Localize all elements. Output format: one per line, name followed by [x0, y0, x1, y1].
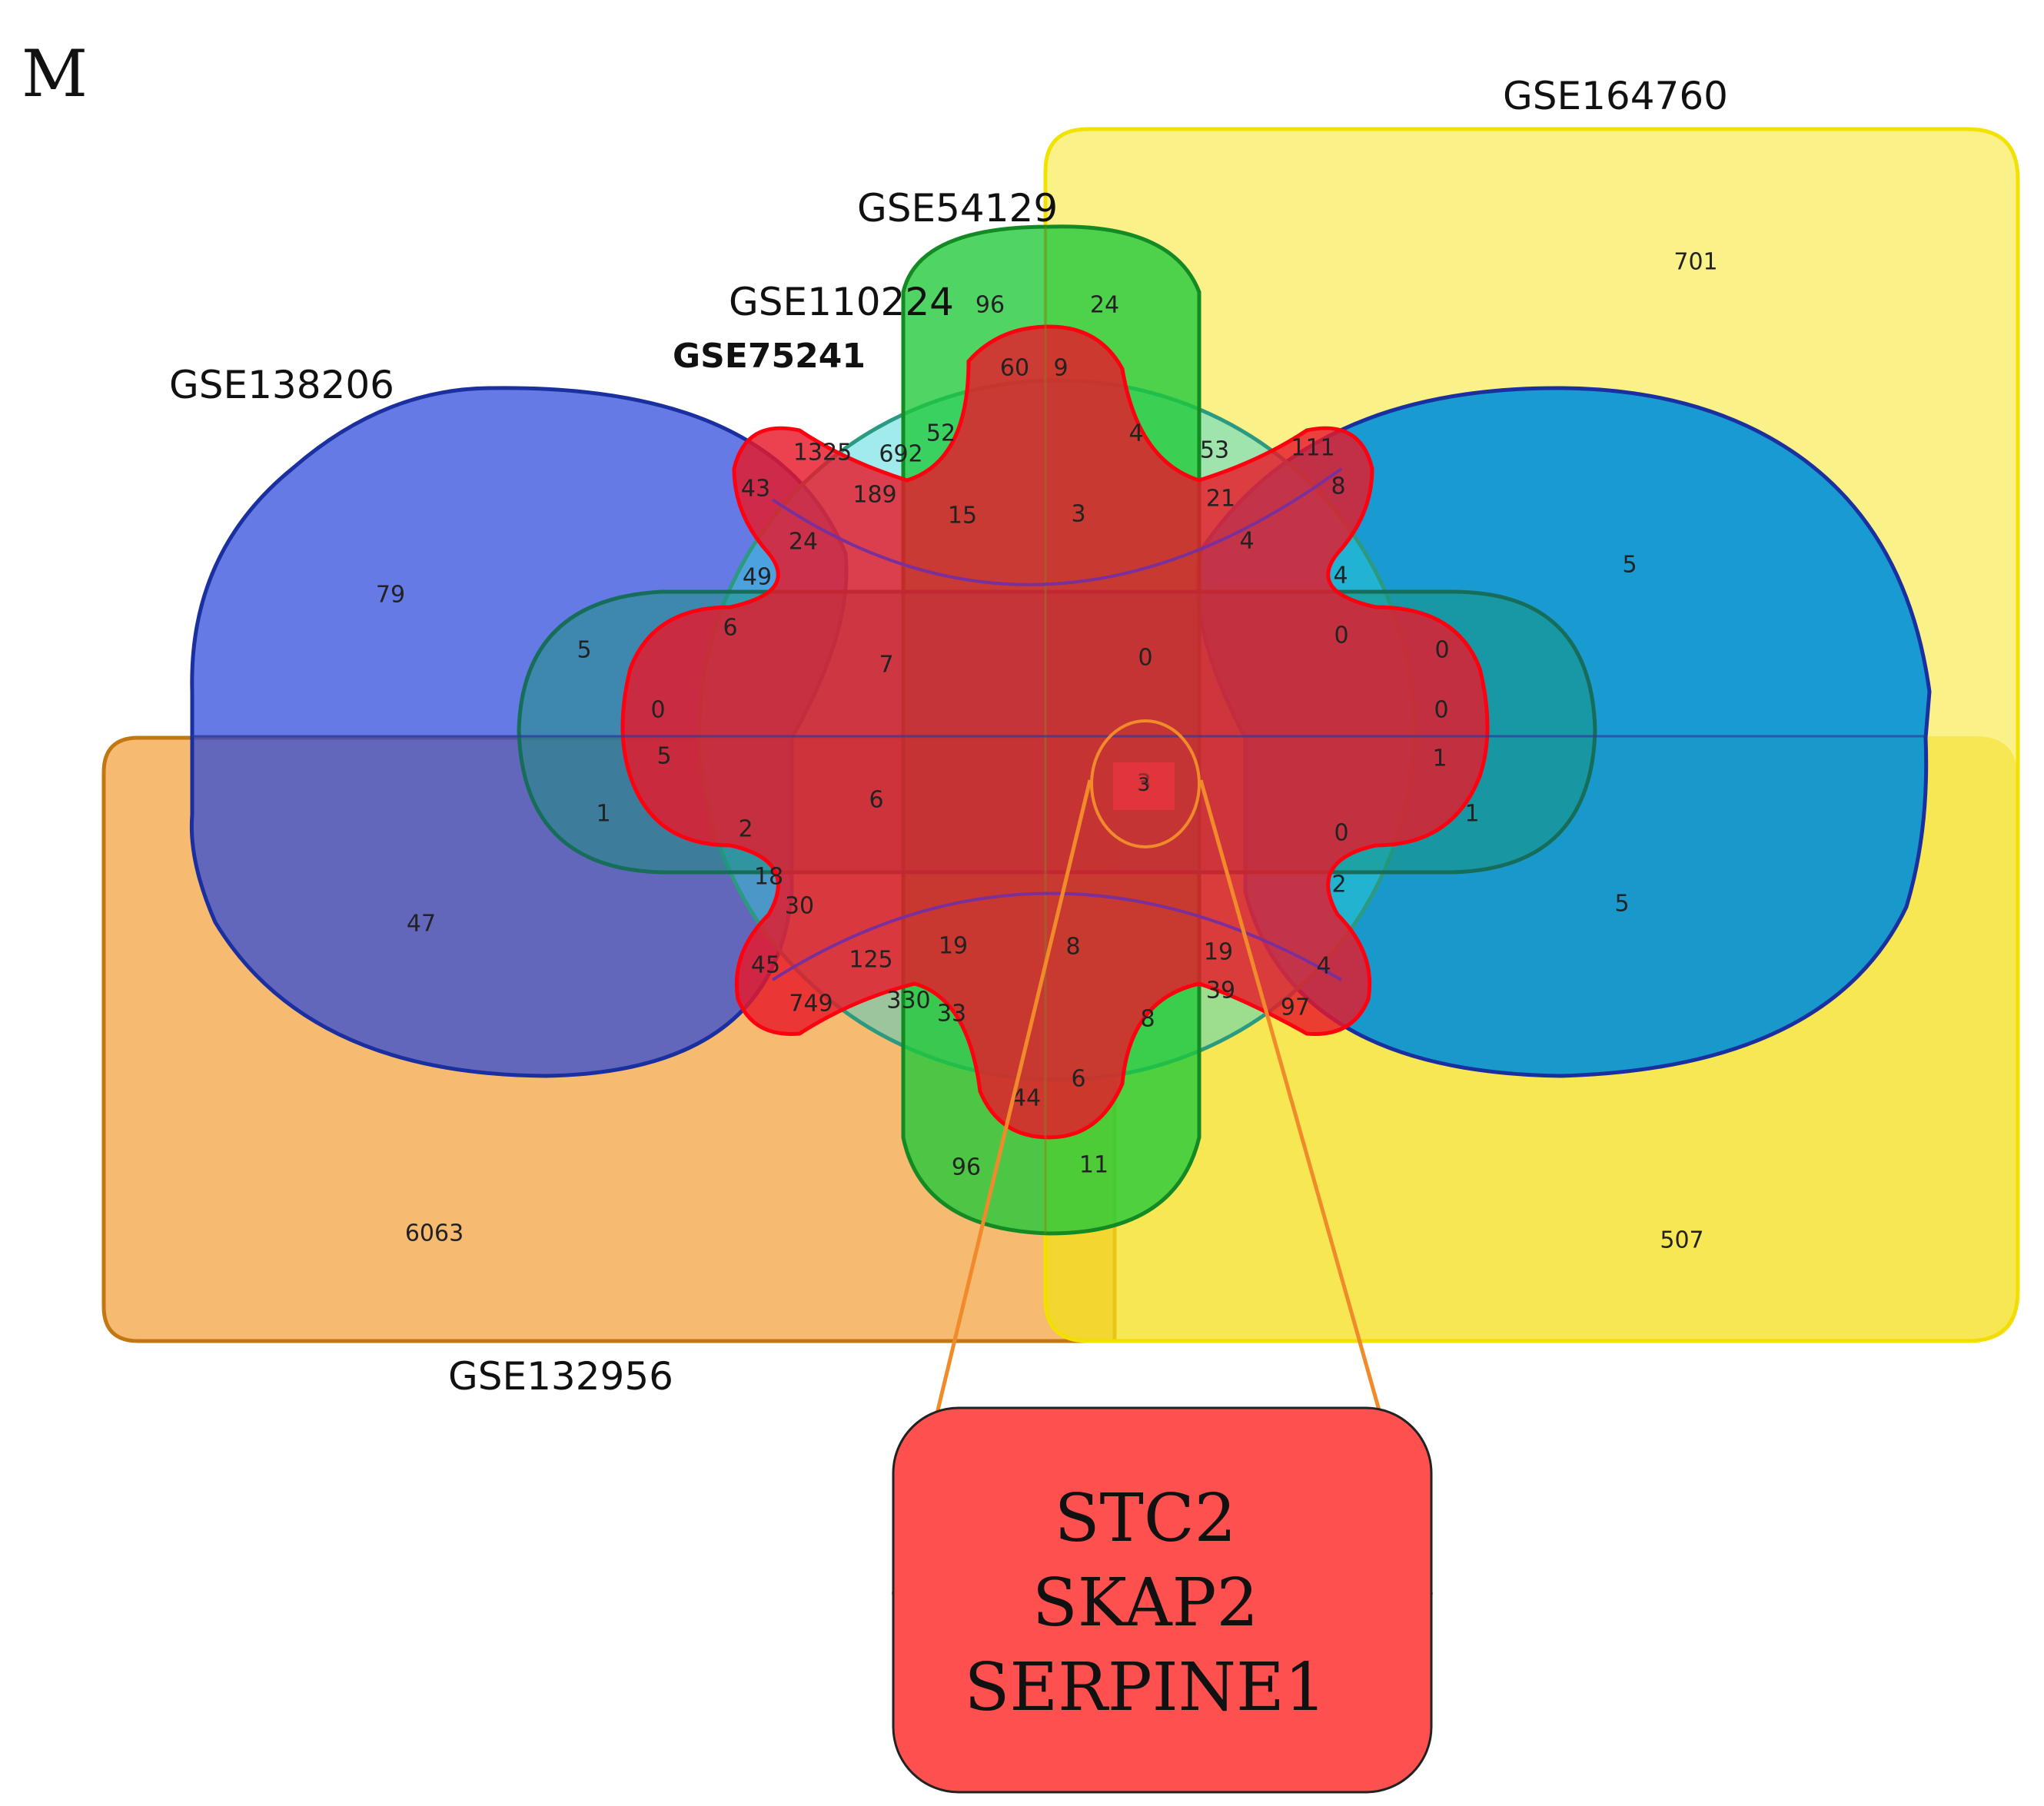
region-count: 24 [1090, 292, 1119, 319]
region-count: 749 [789, 991, 833, 1018]
region-count: 2 [738, 816, 753, 843]
region-count: 45 [751, 952, 780, 979]
panel-letter: M [22, 36, 88, 111]
region-count: 4 [1239, 528, 1254, 555]
region-count: 96 [975, 292, 1005, 319]
region-count: 53 [1200, 437, 1229, 464]
region-count: 6 [869, 787, 883, 814]
region-count: 2 [1331, 871, 1346, 898]
region-count: 692 [879, 441, 922, 468]
label-gse75241: GSE75241 [673, 337, 866, 376]
region-count: 330 [886, 988, 930, 1014]
region-count: 5 [1622, 552, 1637, 579]
region-count: 47 [407, 911, 436, 938]
gene-label: SERPINE1 [964, 1649, 1326, 1726]
region-count: 1 [1464, 801, 1479, 828]
label-gse164760: GSE164760 [1503, 74, 1728, 118]
region-count: 9 [1053, 355, 1068, 382]
region-count: 507 [1660, 1227, 1703, 1254]
region-count: 701 [1673, 249, 1717, 276]
label-gse138206: GSE138206 [169, 363, 394, 407]
region-count: 189 [852, 482, 896, 509]
region-count: 33 [937, 1001, 966, 1027]
region-count: 111 [1291, 435, 1334, 462]
region-count: 97 [1281, 994, 1310, 1021]
gene-label: STC2 [1055, 1480, 1237, 1557]
region-count: 0 [1434, 637, 1449, 664]
upper-purple-arc [771, 467, 1343, 586]
region-count: 5 [577, 637, 591, 664]
region-count: 11 [1079, 1152, 1108, 1179]
set-gse75241-shape [620, 324, 1490, 1140]
region-count: 18 [754, 864, 783, 891]
region-count: 39 [1206, 978, 1235, 1004]
region-count: 8 [1331, 473, 1345, 500]
region-count: 1 [1432, 745, 1447, 772]
region-count: 30 [785, 893, 814, 920]
region-count: 7 [879, 652, 893, 679]
region-count: 6 [1071, 1066, 1085, 1093]
region-count: 1325 [793, 440, 852, 466]
region-count: 5 [656, 743, 671, 770]
region-count: 96 [952, 1154, 981, 1181]
region-count: 4 [1316, 953, 1331, 980]
intersection-circle [1090, 719, 1201, 848]
label-gse110224: GSE110224 [729, 280, 954, 324]
set-shapes [101, 127, 2020, 1343]
region-count: 6 [723, 615, 737, 642]
gene-callout-box [892, 1406, 1433, 1794]
gene-callout: STC2 SKAP2 SERPINE1 [892, 1406, 1433, 1794]
region-count: 0 [1334, 820, 1348, 847]
region-count: 15 [948, 503, 977, 530]
lower-purple-arc [771, 891, 1343, 981]
region-count: 1 [596, 801, 610, 828]
intersection-count: 3 [1138, 774, 1149, 795]
region-count: 5 [1614, 891, 1629, 918]
label-gse54129: GSE54129 [857, 186, 1058, 231]
region-count: 0 [1138, 645, 1152, 672]
region-count: 43 [741, 476, 770, 503]
region-count: 19 [939, 933, 968, 960]
region-count: 79 [376, 582, 405, 609]
region-count: 52 [926, 420, 956, 447]
region-count: 3 [1071, 501, 1085, 528]
region-count: 19 [1204, 939, 1233, 966]
region-count: 49 [743, 564, 772, 591]
region-count: 6063 [405, 1220, 464, 1247]
region-count: 8 [1065, 934, 1080, 961]
label-gse132956: GSE132956 [448, 1354, 673, 1399]
region-count: 4 [1128, 420, 1143, 447]
set-labels: GSE164760 GSE54129 GSE110224 GSE75241 GS… [169, 74, 1728, 1399]
region-count: 125 [849, 947, 892, 974]
gene-label: SKAP2 [1032, 1565, 1258, 1642]
region-count: 8 [1140, 1006, 1155, 1033]
region-count: 60 [1000, 355, 1029, 382]
region-count: 0 [1334, 622, 1348, 649]
region-count: 4 [1333, 563, 1348, 589]
region-count: 0 [1434, 697, 1448, 724]
intersection-marker [1113, 762, 1175, 810]
region-count: 24 [789, 529, 818, 556]
region-count: 21 [1206, 486, 1235, 513]
region-count: 0 [650, 697, 665, 724]
